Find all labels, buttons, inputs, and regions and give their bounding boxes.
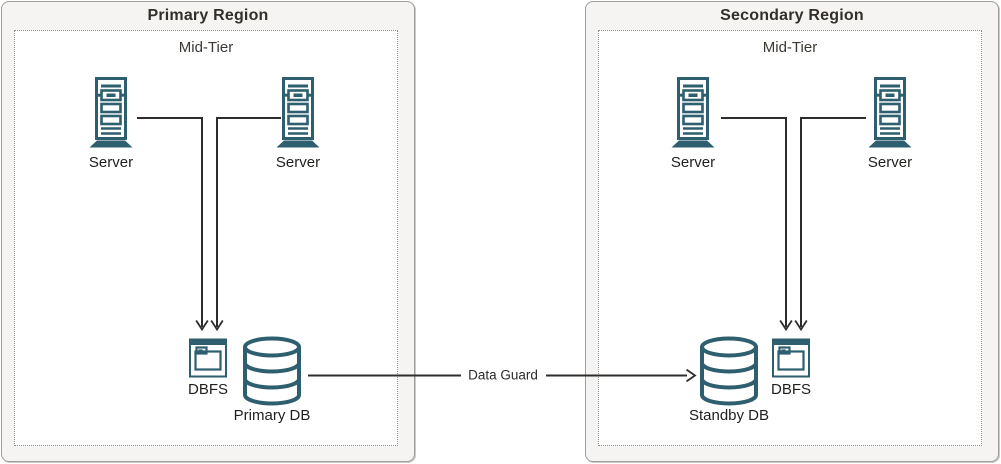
tower-server-icon [87, 77, 135, 149]
database-node: Standby DB [674, 336, 784, 424]
server-label: Server [88, 154, 134, 171]
server-node: Server [253, 77, 343, 171]
mid-tier-label: Mid-Tier [178, 39, 234, 56]
tower-server-icon [274, 77, 322, 149]
server-node: Server [648, 77, 738, 171]
tower-server-icon [866, 77, 914, 149]
database-cylinder-icon [241, 336, 303, 406]
database-node: Primary DB [217, 336, 327, 424]
database-label: Primary DB [233, 407, 311, 424]
tower-server-icon [669, 77, 717, 149]
data-guard-label: Data Guard [462, 367, 544, 383]
region-title: Primary Region [147, 7, 269, 24]
primary-region-box: Primary Region Mid-Tier Server Server DB… [1, 1, 415, 462]
dbfs-node: DBFS [756, 338, 826, 398]
file-system-window-icon [772, 338, 810, 378]
server-label: Server [867, 154, 913, 171]
server-node: Server [66, 77, 156, 171]
region-title: Secondary Region [720, 7, 864, 24]
server-node: Server [845, 77, 935, 171]
server-label: Server [670, 154, 716, 171]
secondary-region-box: Secondary Region Mid-Tier Server Server … [585, 1, 999, 462]
database-cylinder-icon [698, 336, 760, 406]
mid-tier-label: Mid-Tier [762, 39, 818, 56]
database-label: Standby DB [688, 407, 770, 424]
dbfs-label: DBFS [770, 381, 811, 398]
server-label: Server [275, 154, 321, 171]
dbfs-label: DBFS [187, 381, 228, 398]
dbfs-node: DBFS [173, 338, 243, 398]
